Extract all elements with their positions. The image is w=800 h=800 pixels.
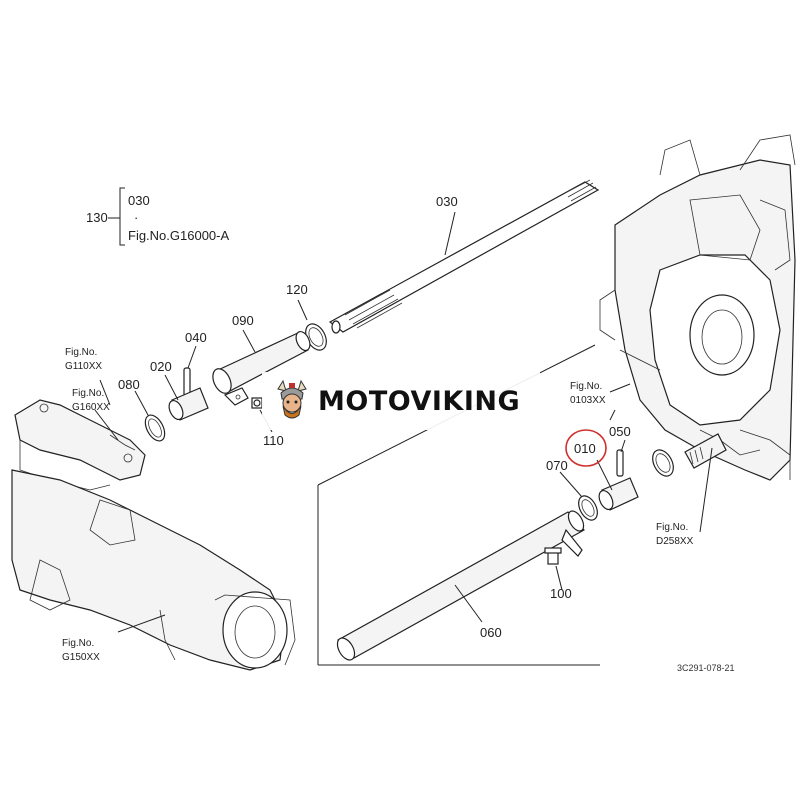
label-060: 060 xyxy=(480,625,502,640)
shaft-030 xyxy=(328,179,600,334)
ref-d258-line2: D258XX xyxy=(656,536,694,547)
watermark-logo: MOTOVIKING xyxy=(262,372,540,430)
drawing-code: 3C291-078-21 xyxy=(677,663,735,673)
bolt-110 xyxy=(251,397,263,409)
bushing-020 xyxy=(168,387,209,421)
group-130-line1: 030 xyxy=(128,193,150,208)
ref-0103-line1: Fig.No. xyxy=(570,381,602,392)
highlight-circle-010 xyxy=(565,429,607,467)
leader-lines xyxy=(94,187,713,666)
label-050: 050 xyxy=(609,424,631,439)
o-ring-080 xyxy=(144,414,166,442)
ref-g160-line1: Fig.No. xyxy=(72,388,104,399)
bushing-010 xyxy=(598,477,639,511)
pipe-060 xyxy=(336,510,585,661)
ref-d258-line1: Fig.No. xyxy=(656,522,688,533)
sleeve-090 xyxy=(212,330,311,406)
pin-040 xyxy=(183,367,191,397)
seal-ring xyxy=(652,449,674,477)
fitting-100 xyxy=(544,547,562,565)
label-090: 090 xyxy=(232,313,254,328)
ref-g150-line1: Fig.No. xyxy=(62,638,94,649)
label-010: 010 xyxy=(574,441,596,456)
label-070: 070 xyxy=(546,458,568,473)
label-020: 020 xyxy=(150,359,172,374)
splined-stub xyxy=(684,433,727,469)
transmission-case-drawing xyxy=(599,134,796,481)
label-080: 080 xyxy=(118,377,140,392)
pin-050 xyxy=(616,449,624,477)
label-110: 110 xyxy=(263,433,284,448)
ref-g110-line2: G110XX xyxy=(65,361,102,372)
ref-g150-line2: G150XX xyxy=(62,652,100,663)
label-040: 040 xyxy=(185,330,207,345)
group-130-number: 130 xyxy=(86,210,108,225)
group-130-ref: Fig.No.G16000-A xyxy=(128,228,229,243)
ref-0103-line2: 0103XX xyxy=(570,395,606,406)
label-100: 100 xyxy=(550,586,572,601)
logo-text: MOTOVIKING xyxy=(318,385,521,417)
ref-g110-line1: Fig.No. xyxy=(65,347,97,358)
axle-housing-drawing xyxy=(11,399,296,671)
label-120: 120 xyxy=(286,282,308,297)
viking-mascot-icon xyxy=(270,379,314,423)
group-130-line2: · xyxy=(134,210,138,225)
ref-g160-line2: G160XX xyxy=(72,402,110,413)
label-030: 030 xyxy=(436,194,458,209)
